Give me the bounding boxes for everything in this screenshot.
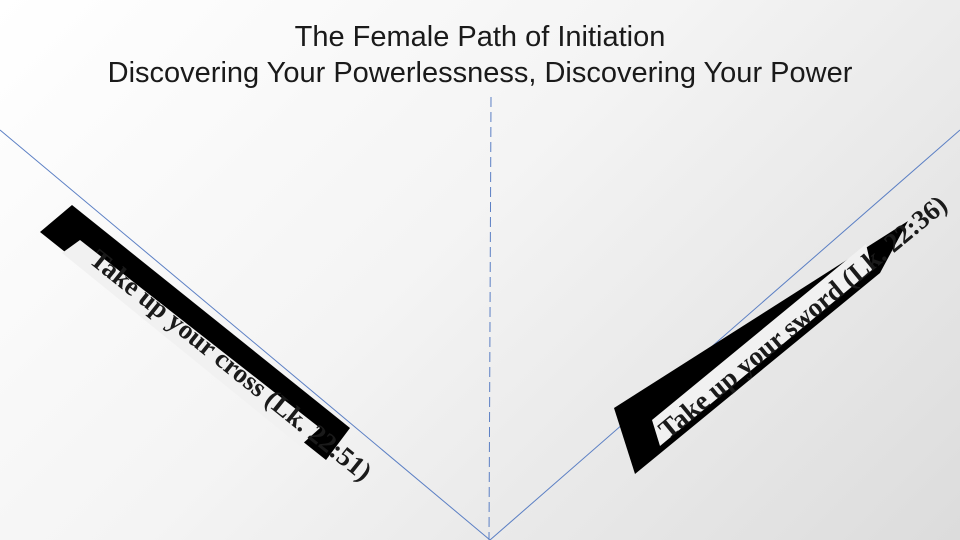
- left-banner-strip: [62, 240, 320, 446]
- left-banner-text: Take up your cross (Lk. 22:51): [84, 243, 378, 487]
- v-line-left: [0, 129, 491, 540]
- right-banner-strip: [652, 244, 872, 446]
- title-line-1: The Female Path of Initiation: [294, 21, 666, 53]
- title-line-2: Discovering Your Powerlessness, Discover…: [107, 57, 853, 89]
- v-line-right: [489, 129, 960, 540]
- center-dashed-line: [488, 96, 492, 540]
- right-banner-text: Take up your sword (Lk. 22:36): [653, 189, 953, 445]
